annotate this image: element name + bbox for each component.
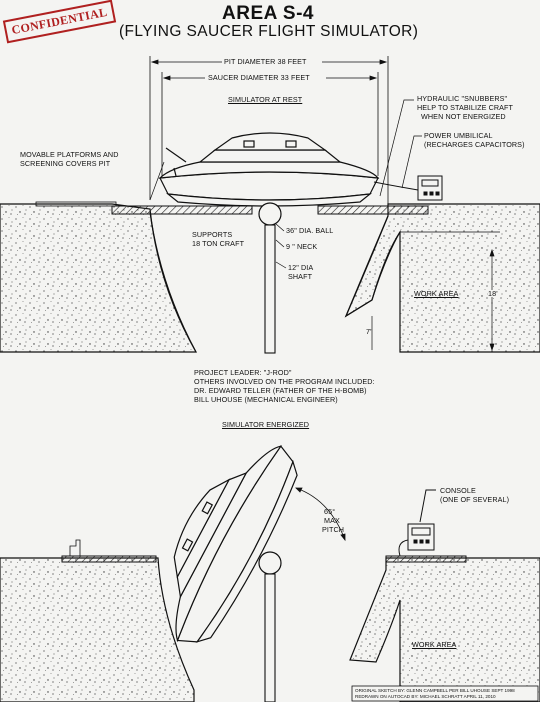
umbilical-label-line2: (RECHARGES CAPACITORS) [424, 140, 525, 149]
small-dimension-label: 7' [366, 327, 372, 336]
pitch-label-line3: PITCH [322, 525, 345, 534]
console-label-line2: (ONE OF SEVERAL) [440, 495, 510, 504]
page-subtitle: (FLYING SAUCER FLIGHT SIMULATOR) [119, 23, 419, 40]
saucer-diameter-label: SAUCER DIAMETER 33 FEET [208, 73, 310, 82]
depth-dimension-label: 18' [488, 289, 498, 298]
pit-wall-right-top [344, 215, 401, 318]
simulator-at-rest-heading: SIMULATOR AT REST [228, 95, 303, 104]
pitch-label-line1: 65° [324, 507, 336, 516]
saucer-at-rest [158, 132, 380, 207]
umbilical-label-line1: POWER UMBILICAL [424, 131, 493, 140]
simulator-energized-heading: SIMULATOR ENERGIZED [222, 420, 310, 429]
platforms-label-line1: MOVABLE PLATFORMS AND [20, 150, 119, 159]
ground-left-top [0, 203, 198, 353]
ground-right-bottom [349, 557, 540, 702]
work-area-top-label: WORK AREA [414, 289, 459, 298]
support-ball-bottom [258, 551, 282, 575]
platform-right-bottom [385, 555, 467, 563]
neck-label: 9 " NECK [286, 242, 318, 251]
console-label-line1: CONSOLE [440, 486, 476, 495]
pit-bowl-top [149, 211, 197, 353]
supports-label-line2: 18 TON CRAFT [192, 239, 245, 248]
snubbers-label-line3: WHEN NOT ENERGIZED [421, 112, 506, 121]
credit-line2: REDRAWN ON AUTOCAD BY: MICHAEL SCHRATT A… [355, 694, 496, 699]
ground-right-top [344, 203, 540, 353]
shaft-label-line2: SHAFT [288, 272, 313, 281]
ball-label: 36" DIA. BALL [286, 226, 334, 235]
power-umbilical-box [373, 175, 443, 201]
pitch-label-line2: MAX [324, 516, 340, 525]
ground-left-bottom [0, 557, 195, 702]
platform-left-bottom [61, 555, 157, 563]
platform-left-top [111, 205, 253, 215]
pitch-indicator [295, 487, 346, 542]
page-title: AREA S-4 [222, 3, 314, 24]
credit-box [351, 685, 539, 702]
snubbers-label-line2: HELP TO STABILIZE CRAFT [417, 103, 514, 112]
platforms-label-line2: SCREENING COVERS PIT [20, 159, 111, 168]
snubbers-label-line1: HYDRAULIC "SNUBBERS" [417, 94, 508, 103]
pit-diameter-dim [149, 56, 389, 204]
platform-stack-left [69, 539, 81, 556]
platform-right-top [317, 205, 429, 215]
work-area-bottom-label: WORK AREA [412, 640, 457, 649]
saucer-diameter-dim [161, 72, 379, 176]
support-shaft-bottom [264, 573, 276, 702]
pit-diameter-label: PIT DIAMETER 38 FEET [224, 57, 307, 66]
credit-line1: ORIGINAL SKETCH BY: GLENN CAMPBELL PER B… [355, 688, 515, 693]
callout-leaders-top [149, 99, 500, 352]
support-shaft-top [264, 224, 276, 354]
project-leader: PROJECT LEADER: "J-ROD" [194, 368, 292, 377]
support-ball-top [258, 202, 282, 226]
project-teller: DR. EDWARD TELLER (FATHER OF THE H-BOMB) [194, 386, 367, 395]
shaft-label-line1: 12" DIA [288, 263, 314, 272]
project-others: OTHERS INVOLVED ON THE PROGRAM INCLUDED: [194, 377, 375, 386]
supports-label-line1: SUPPORTS [192, 230, 233, 239]
console-unit [398, 489, 436, 557]
platform-base-left [35, 201, 117, 207]
saucer-energized [173, 445, 298, 643]
project-uhouse: BILL UHOUSE (MECHANICAL ENGINEER) [194, 395, 338, 404]
